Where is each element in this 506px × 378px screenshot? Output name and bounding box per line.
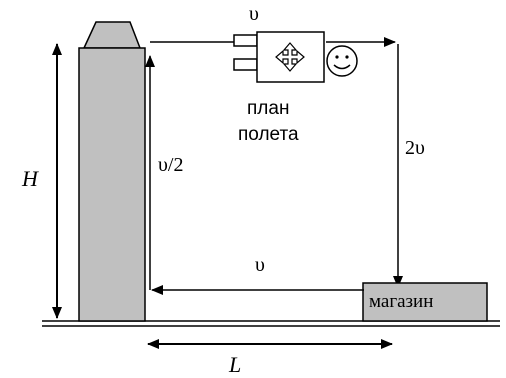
length-label: L [228,352,241,377]
speed-bottom-label: υ [255,254,265,276]
tower-roof [82,21,142,49]
height-label: H [21,166,39,191]
shop-building [362,282,488,322]
flight-plan-line1: план [247,98,289,119]
smiley-icon [326,45,358,77]
speed-up-label: υ/2 [158,154,183,176]
flight-plan-line2: полета [238,124,299,145]
move-icon [275,42,305,72]
shop-label: магазин [369,291,433,312]
speed-down-label: 2υ [405,137,425,159]
speed-top-label: υ [249,3,259,25]
drone [233,31,358,83]
tower-body [78,47,146,322]
tower [78,21,146,322]
drone-rotor-top [233,34,258,47]
drone-rotor-bottom [233,58,258,71]
